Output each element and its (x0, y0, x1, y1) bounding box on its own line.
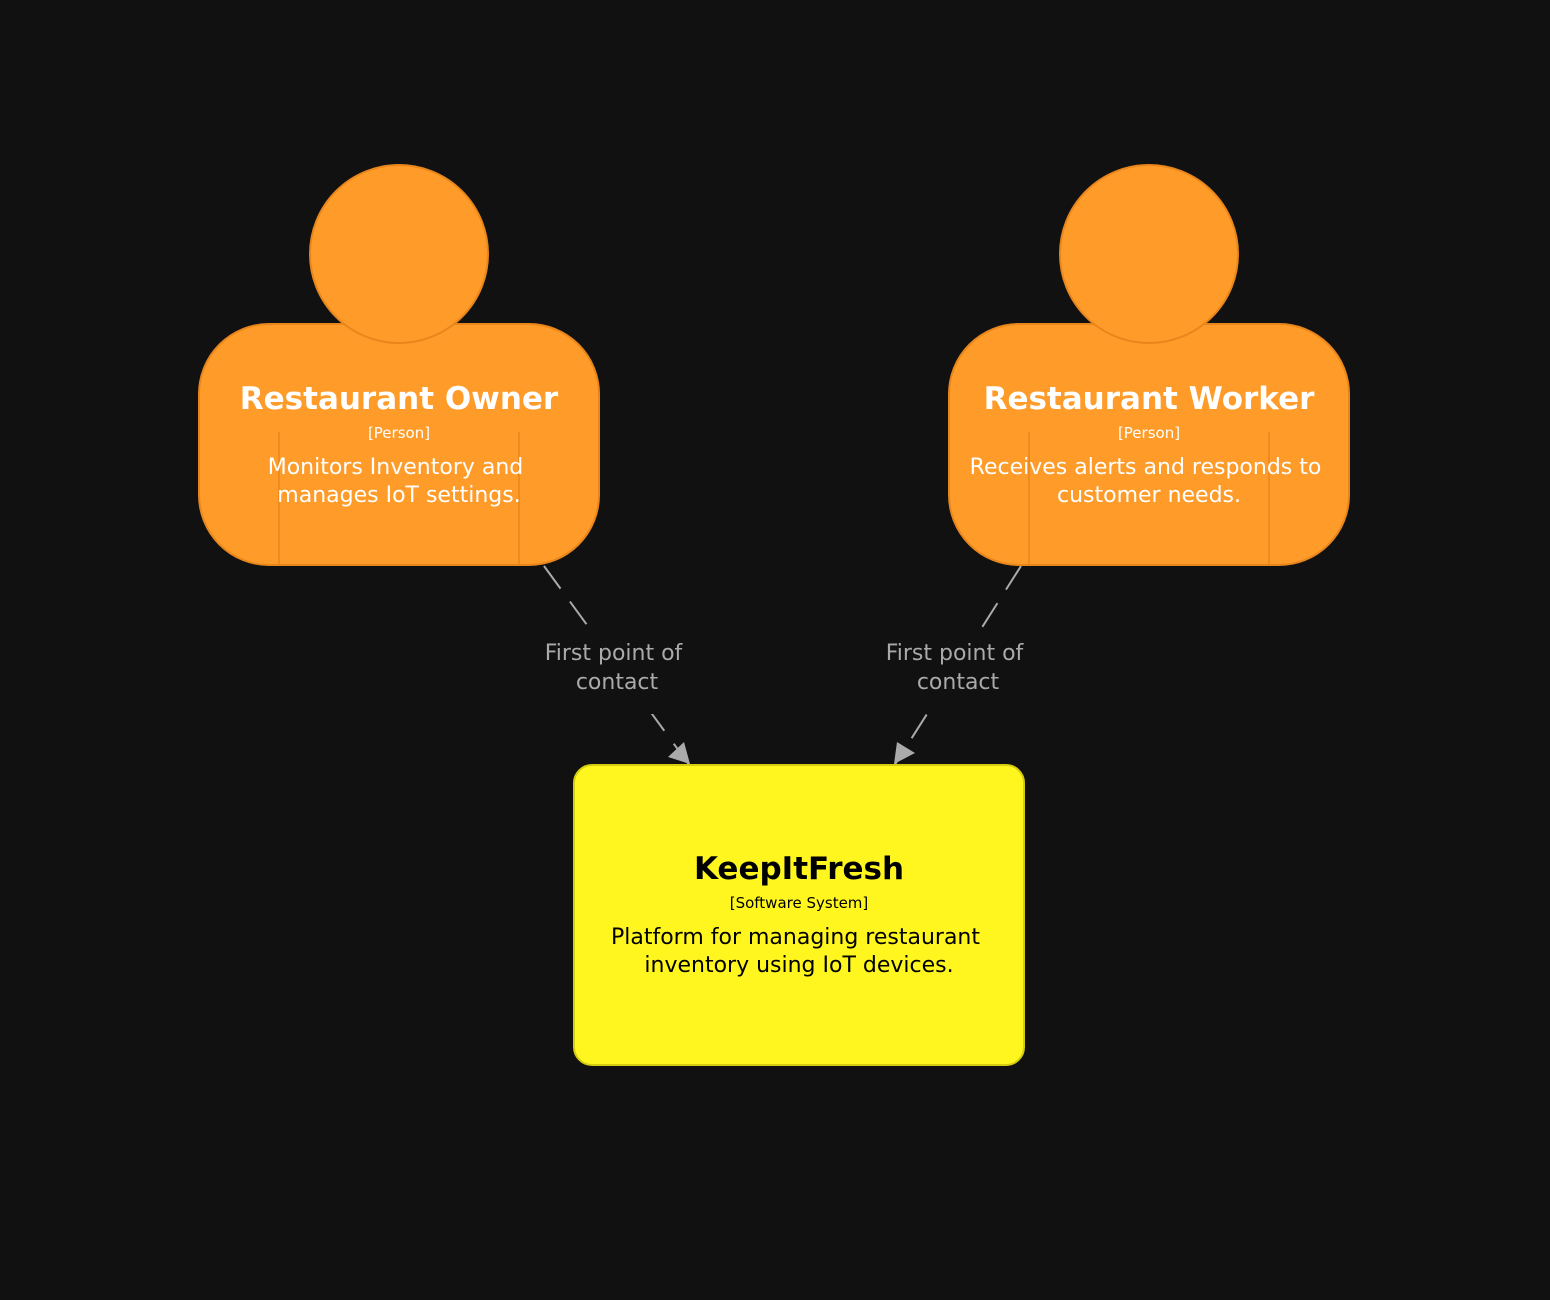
person-name: Restaurant Owner (240, 381, 559, 417)
person-head (1059, 164, 1239, 344)
person-type: [Person] (1118, 424, 1180, 442)
edge-worker-to-system-label: First point of contact (886, 641, 1031, 695)
person-name: Restaurant Worker (984, 381, 1316, 417)
description-line-2: customer needs. (1057, 483, 1241, 508)
description-line-1: Receives alerts and responds to (970, 455, 1322, 480)
person-type: [Person] (368, 424, 430, 442)
description-line-2: inventory using IoT devices. (644, 953, 953, 978)
person-body (948, 323, 1350, 566)
edge-label-line-2: contact (917, 670, 1000, 695)
edge-worker-to-system-line (893, 565, 1022, 767)
person-restaurant-worker[interactable]: Restaurant Worker [Person] Receives aler… (948, 164, 1350, 566)
edge-label-line-1: First point of (545, 641, 684, 666)
description-line-1: Monitors Inventory and (268, 455, 524, 480)
system-description: Platform for managing restaurant invento… (611, 925, 987, 978)
edge-label-line-2: contact (576, 670, 659, 695)
person-description: Receives alerts and responds to customer… (970, 455, 1329, 508)
person-body (198, 323, 600, 566)
system-name: KeepItFresh (694, 851, 904, 887)
edge-worker-to-system-arrowhead (894, 742, 915, 764)
system-box (573, 764, 1025, 1066)
system-type: [Software System] (730, 894, 869, 912)
edge-owner-to-system[interactable]: First point of contact (534, 565, 700, 767)
description-line-1: Platform for managing restaurant (611, 925, 980, 950)
edge-owner-to-system-arrowhead (668, 742, 690, 764)
person-description: Monitors Inventory and manages IoT setti… (268, 455, 531, 508)
description-line-2: manages IoT settings. (277, 483, 520, 508)
edge-worker-to-system[interactable]: First point of contact (875, 565, 1041, 767)
edge-owner-to-system-label: First point of contact (545, 641, 690, 695)
person-head (309, 164, 489, 344)
software-system-keepitfresh[interactable]: KeepItFresh [Software System] Platform f… (573, 764, 1025, 1066)
edge-label-line-1: First point of (886, 641, 1025, 666)
person-restaurant-owner[interactable]: Restaurant Owner [Person] Monitors Inven… (198, 164, 600, 566)
